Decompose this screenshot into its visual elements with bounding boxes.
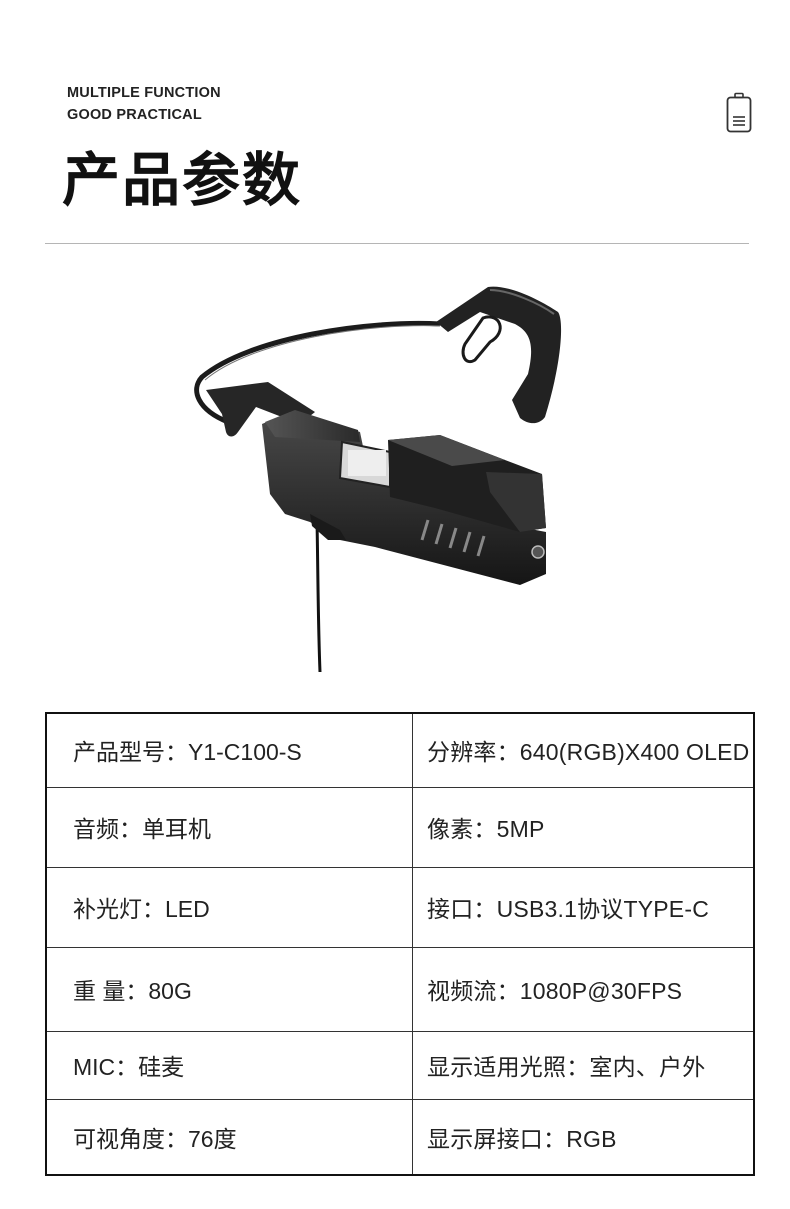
page-title: 产品参数: [62, 146, 303, 214]
tagline-line-1: MULTIPLE FUNCTION: [67, 85, 221, 101]
spec-pixels: 像素：5MP: [412, 786, 755, 868]
table-row: 重 量：80G 视频流：1080P@30FPS: [45, 946, 755, 1032]
table-row: 可视角度：76度 显示屏接口：RGB: [45, 1098, 755, 1176]
table-row: 音频：单耳机 像素：5MP: [45, 786, 755, 868]
header-divider: [45, 243, 749, 244]
spec-resolution: 分辨率：640(RGB)X400 OLED: [412, 712, 755, 788]
headset-camera-image: [194, 286, 562, 673]
spec-model: 产品型号：Y1-C100-S: [45, 712, 413, 788]
spec-table: 产品型号：Y1-C100-S 分辨率：640(RGB)X400 OLED 音频：…: [45, 712, 755, 1176]
table-row: 产品型号：Y1-C100-S 分辨率：640(RGB)X400 OLED: [45, 712, 755, 788]
spec-fill-light: 补光灯：LED: [45, 866, 413, 948]
battery-icon: [726, 92, 752, 133]
tagline-line-2: GOOD PRACTICAL: [67, 107, 202, 123]
spec-display-lighting: 显示适用光照：室内、户外: [412, 1030, 755, 1100]
spec-display-interface: 显示屏接口：RGB: [412, 1098, 755, 1176]
spec-video-stream: 视频流：1080P@30FPS: [412, 946, 755, 1032]
table-row: 补光灯：LED 接口：USB3.1协议TYPE-C: [45, 866, 755, 948]
spec-audio: 音频：单耳机: [45, 786, 413, 868]
spec-viewing-angle: 可视角度：76度: [45, 1098, 413, 1176]
tagline: MULTIPLE FUNCTION GOOD PRACTICAL: [67, 82, 221, 126]
spec-mic: MIC：硅麦: [45, 1030, 413, 1100]
table-row: MIC：硅麦 显示适用光照：室内、户外: [45, 1030, 755, 1100]
spec-weight: 重 量：80G: [45, 946, 413, 1032]
spec-interface: 接口：USB3.1协议TYPE-C: [412, 866, 755, 948]
